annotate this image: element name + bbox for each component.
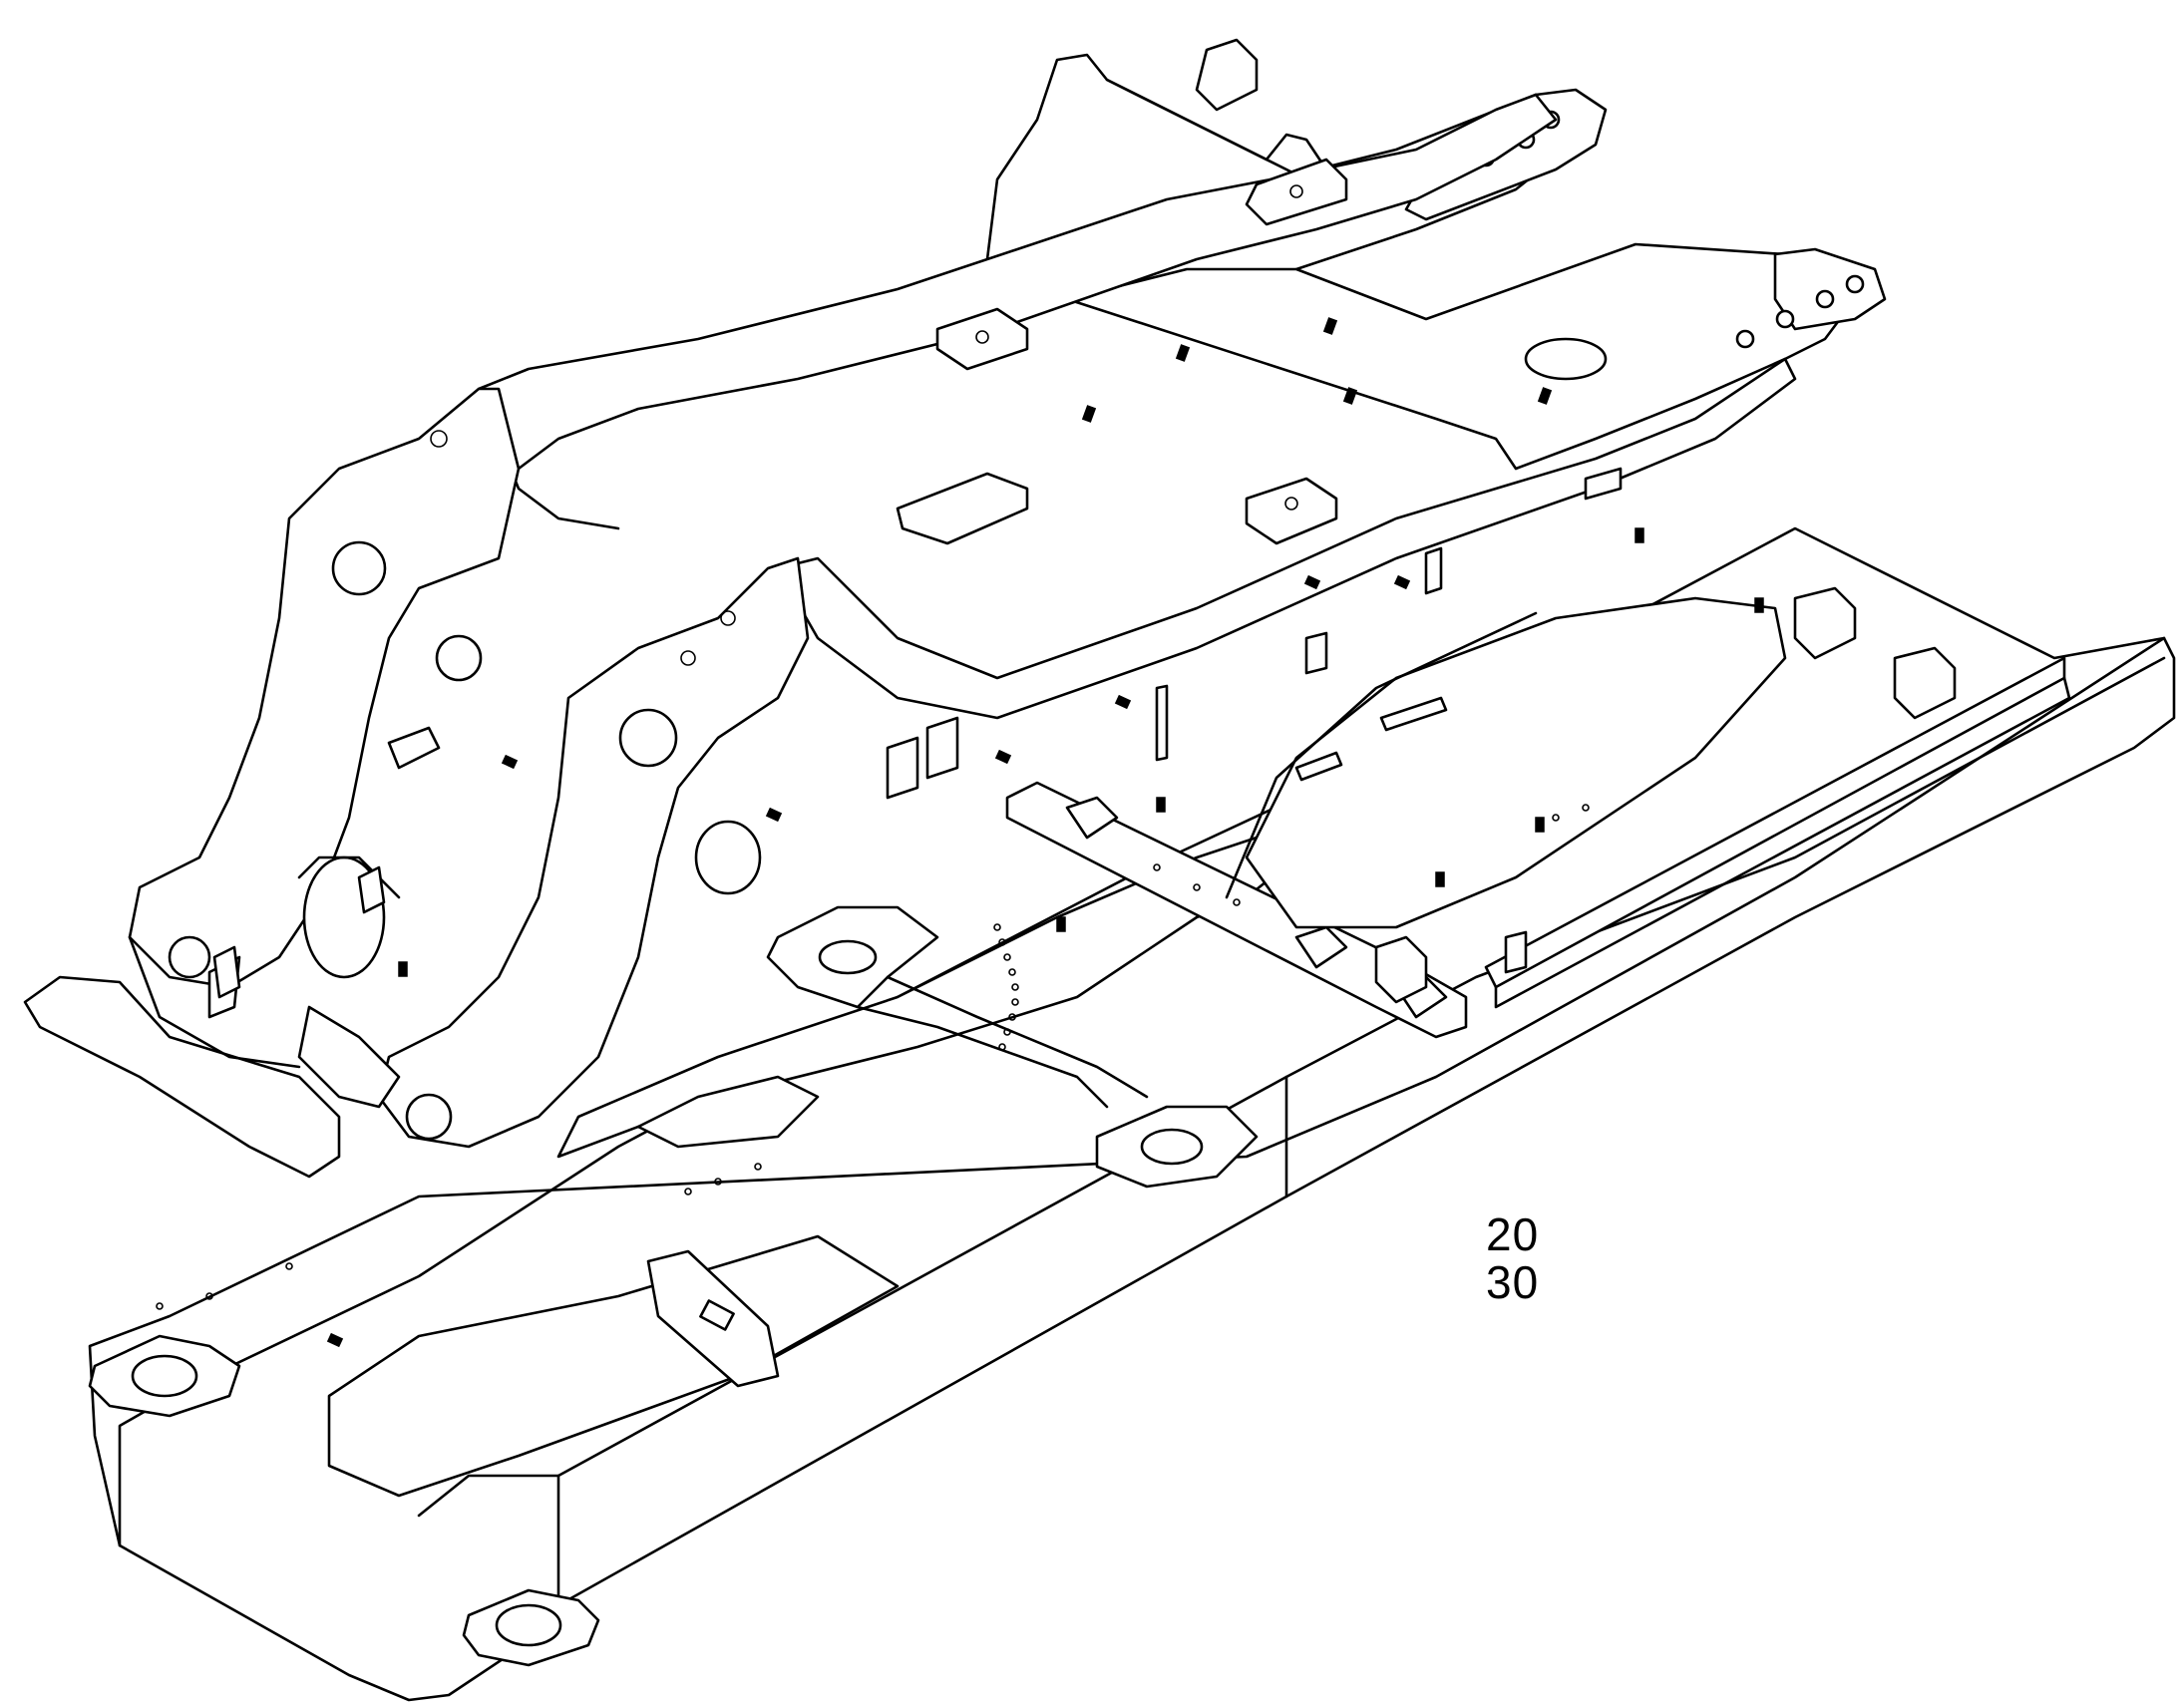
- mount-block-7: [1893, 646, 1957, 720]
- mount-block-4: [896, 472, 1029, 545]
- mount-block-1: [1195, 38, 1259, 112]
- front-corner-mount-right: [462, 1588, 600, 1667]
- front-corner-mount-left: [88, 1334, 241, 1418]
- rear-oval-opening: [1225, 596, 1787, 929]
- fastener-details: [326, 317, 1764, 1348]
- mount-block-5: [1245, 477, 1338, 545]
- rear-frame-arm-right: [1065, 242, 1887, 471]
- callout-label-30: 30: [1486, 1256, 1540, 1308]
- mount-block-2: [1245, 158, 1348, 226]
- inner-cross-beam: [766, 905, 1259, 1189]
- center-plate-bracket: [646, 1249, 780, 1388]
- mount-block-3: [935, 307, 1029, 371]
- right-side-channel: [1484, 656, 2071, 1009]
- mount-block-6: [1793, 586, 1857, 660]
- center-tower-plate: [377, 556, 810, 1149]
- hole-pattern: [156, 804, 1590, 1310]
- callout-label-20: 20: [1486, 1208, 1540, 1260]
- mount-block-8: [1374, 935, 1428, 1004]
- lower-side-beam: [776, 357, 1797, 720]
- small-bracket-tabs: [212, 467, 1623, 999]
